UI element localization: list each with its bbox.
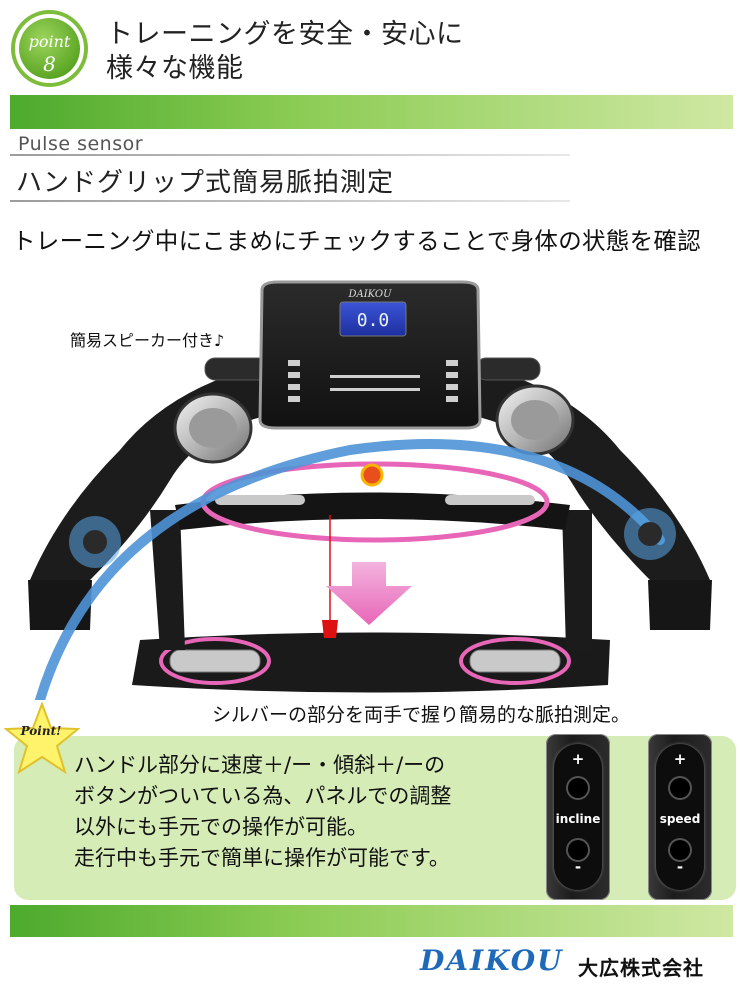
headline-line-1: トレーニングを安全・安心に <box>106 19 464 50</box>
incline-control-body <box>554 744 602 890</box>
speed-down-button[interactable] <box>668 838 692 862</box>
point-star-icon <box>4 702 80 774</box>
top-green-bar <box>10 95 733 129</box>
point-star-label: Point! <box>20 724 62 738</box>
lead-text: トレーニング中にこまめにチェックすることで身体の状態を確認 <box>12 227 702 255</box>
speed-plus-sign: + <box>673 750 687 768</box>
bottom-green-bar <box>10 905 733 937</box>
point-line-3: 以外にも手元での操作が可能。 <box>74 815 368 839</box>
company-name: 大広株式会社 <box>578 956 704 980</box>
speed-minus-sign: - <box>676 858 684 876</box>
speed-up-button[interactable] <box>668 776 692 800</box>
point-line-1: ハンドル部分に速度＋/ー・傾斜＋/ーの <box>74 753 446 777</box>
incline-control: + incline - <box>546 734 610 900</box>
daikou-logo: DAIKOU <box>420 944 564 977</box>
divider-1 <box>10 154 570 156</box>
point-badge: point 8 <box>11 10 88 87</box>
silver-grip-note: シルバーの部分を両手で握り簡易的な脈拍測定。 <box>212 704 631 726</box>
point-panel: ハンドル部分に速度＋/ー・傾斜＋/ーの ボタンがついている為、パネルでの調整 以… <box>14 736 736 900</box>
headline: トレーニングを安全・安心に 様々な機能 <box>106 18 464 86</box>
speed-control-body <box>656 744 704 890</box>
speed-control: + speed - <box>648 734 712 900</box>
incline-up-button[interactable] <box>566 776 590 800</box>
incline-label: incline <box>555 812 601 826</box>
speed-label: speed <box>659 812 701 826</box>
console-brand: DAIKOU <box>347 289 392 300</box>
headline-line-2: 様々な機能 <box>106 53 244 84</box>
incline-down-button[interactable] <box>566 838 590 862</box>
point-badge-circle: point 8 <box>19 18 80 79</box>
subtitle-en: Pulse sensor <box>18 133 144 155</box>
point-line-2: ボタンがついている為、パネルでの調整 <box>74 784 452 808</box>
point-panel-text: ハンドル部分に速度＋/ー・傾斜＋/ーの ボタンがついている為、パネルでの調整 以… <box>74 750 451 874</box>
point-badge-word: point <box>28 32 71 51</box>
treadmill-illustration: 0.0 DAIKOU <box>28 280 712 700</box>
console-lcd-value: 0.0 <box>357 310 390 331</box>
incline-minus-sign: - <box>574 858 582 876</box>
point-badge-number: 8 <box>43 52 56 76</box>
incline-plus-sign: + <box>571 750 585 768</box>
speaker-note: 簡易スピーカー付き♪ <box>70 331 225 350</box>
divider-2 <box>10 200 570 202</box>
point-line-4: 走行中も手元で簡単に操作が可能です。 <box>74 846 450 870</box>
lower-grip-bar <box>132 632 610 693</box>
subtitle-jp: ハンドグリップ式簡易脈拍測定 <box>16 168 395 198</box>
